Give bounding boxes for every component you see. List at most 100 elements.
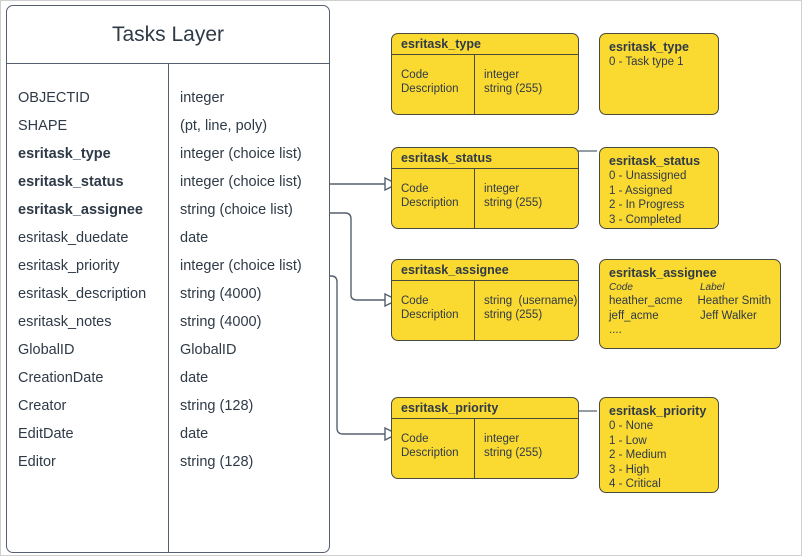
schema-name-column: Code Description (392, 294, 474, 340)
column-divider (168, 64, 170, 552)
domain-values-title: esritask_priority (609, 404, 707, 418)
domain-value-item: 0 - Task type 1 (609, 56, 684, 68)
value-code: heather_acme (609, 295, 683, 307)
domain-value-item: 4 - Critical (609, 478, 661, 490)
domain-values-esritask-assignee: esritask_assignee Code Label heather_acm… (599, 259, 781, 349)
field-name: Editor (18, 454, 56, 470)
domain-values-ellipsis: .... (609, 324, 622, 336)
label-column-header: Label (700, 282, 725, 293)
field-type: date (180, 426, 209, 442)
domain-values-esritask-type: esritask_type 0 - Task type 1 (599, 33, 719, 115)
domain-value-item: 2 - In Progress (609, 199, 685, 211)
domain-schema-body: Code Description integer string (255) (392, 419, 578, 478)
schema-code-label: Code (401, 295, 429, 307)
domain-schema-title: esritask_assignee (392, 260, 578, 281)
schema-type-column: integer string (255) (474, 432, 578, 478)
schema-description-type: string (255) (484, 83, 543, 95)
field-type: date (180, 370, 209, 386)
schema-description-label: Description (401, 447, 459, 459)
schema-column-divider (474, 55, 476, 114)
domain-value-item: 3 - Completed (609, 213, 682, 226)
schema-code-type: integer (484, 433, 520, 445)
domain-values-esritask-status: esritask_status 0 - Unassigned 1 - Assig… (599, 147, 719, 229)
page-title: Tasks Layer (7, 6, 329, 64)
schema-description-type: string (255) (484, 447, 543, 459)
schema-description-label: Description (401, 309, 459, 321)
field-type: string (128) (180, 454, 254, 470)
domain-value-item: 0 - Unassigned (609, 170, 687, 182)
domain-schema-title: esritask_status (392, 148, 578, 169)
domain-schema-body: Code Description integer string (255) (392, 55, 578, 114)
domain-values-header-row: Code Label (609, 281, 771, 294)
field-name: esritask_type (18, 146, 111, 162)
value-label: Jeff Walker (700, 309, 757, 322)
field-type: string (4000) (180, 286, 262, 302)
field-type: (pt, line, poly) (180, 118, 268, 134)
field-name: esritask_status (18, 174, 124, 190)
field-type: string (4000) (180, 314, 262, 330)
schema-code-label: Code (401, 433, 429, 445)
domain-schema-title: esritask_type (392, 34, 578, 55)
schema-description-label: Description (401, 83, 459, 95)
schema-name-column: Code Description (392, 68, 474, 114)
domain-schema-body: Code Description string (username) strin… (392, 281, 578, 340)
schema-description-type: string (255) (484, 197, 543, 209)
field-name: Creator (18, 398, 67, 414)
field-type: date (180, 230, 209, 246)
domain-values-title: esritask_assignee (609, 266, 717, 280)
field-name: GlobalID (18, 342, 75, 358)
schema-type-column: integer string (255) (474, 182, 578, 228)
layer-fields-body: OBJECTID SHAPE esritask_type esritask_st… (7, 64, 329, 552)
field-type: string (128) (180, 398, 254, 414)
domain-schema-esritask-priority: esritask_priority Code Description integ… (391, 397, 579, 479)
domain-schema-body: Code Description integer string (255) (392, 169, 578, 228)
field-name: esritask_notes (18, 314, 112, 330)
domain-values-title: esritask_status (609, 154, 701, 168)
schema-code-type: integer (484, 183, 520, 195)
field-type-column: integer (pt, line, poly) integer (choice… (168, 64, 329, 552)
schema-code-type: string (username) (484, 295, 578, 307)
schema-code-label: Code (401, 183, 429, 195)
field-type: integer (choice list) (180, 258, 302, 274)
field-name: CreationDate (18, 370, 104, 386)
domain-schema-esritask-type: esritask_type Code Description integer s… (391, 33, 579, 115)
field-name: esritask_assignee (18, 202, 143, 218)
domain-value-item: 3 - High (609, 463, 650, 476)
domain-schema-title: esritask_priority (392, 398, 578, 419)
value-code: jeff_acme (609, 309, 659, 322)
field-name: esritask_duedate (18, 230, 129, 246)
field-type: integer (choice list) (180, 174, 302, 190)
tasks-layer-table: Tasks Layer OBJECTID SHAPE esritask_type… (6, 5, 330, 553)
domain-value-row: jeff_acme Jeff Walker (609, 309, 771, 324)
value-label: Heather Smith (697, 295, 771, 307)
domain-values-title: esritask_type (609, 40, 689, 54)
schema-name-column: Code Description (392, 182, 474, 228)
domain-value-item: 0 - None (609, 420, 654, 432)
domain-schema-esritask-assignee: esritask_assignee Code Description strin… (391, 259, 579, 341)
field-name: SHAPE (18, 118, 68, 134)
field-name: esritask_priority (18, 258, 120, 274)
schema-description-label: Description (401, 197, 459, 209)
schema-type-column: string (username) string (255) (474, 294, 578, 340)
domain-value-item: 1 - Assigned (609, 184, 673, 197)
domain-values-esritask-priority: esritask_priority 0 - None 1 - Low 2 - M… (599, 397, 719, 493)
field-name: esritask_description (18, 286, 147, 302)
field-type: GlobalID (180, 342, 237, 358)
schema-column-divider (474, 169, 476, 228)
field-name: OBJECTID (18, 90, 90, 106)
schema-code-type: integer (484, 69, 520, 81)
field-type: string (choice list) (180, 202, 293, 218)
schema-column-divider (474, 281, 476, 340)
domain-schema-esritask-status: esritask_status Code Description integer… (391, 147, 579, 229)
schema-name-column: Code Description (392, 432, 474, 478)
schema-type-column: integer string (255) (474, 68, 578, 114)
domain-value-item: 1 - Low (609, 434, 647, 447)
field-name: EditDate (18, 426, 74, 442)
field-name-column: OBJECTID SHAPE esritask_type esritask_st… (7, 64, 168, 552)
domain-value-item: 2 - Medium (609, 449, 667, 461)
schema-code-label: Code (401, 69, 429, 81)
schema-column-divider (474, 419, 476, 478)
field-type: integer (180, 90, 225, 106)
schema-description-type: string (255) (484, 309, 543, 321)
